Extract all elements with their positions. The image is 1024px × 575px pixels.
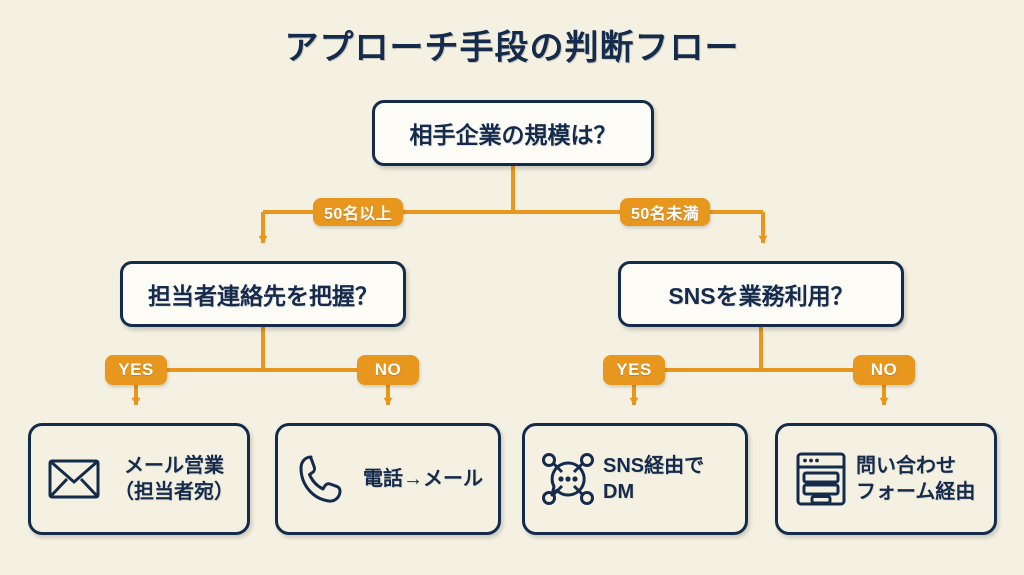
outcome-phone-then-email-label: 電話→メール: [350, 426, 498, 532]
node-root-label: 相手企業の規模は？: [409, 122, 617, 148]
node-root-question[interactable]: 相手企業の規模は？: [372, 100, 654, 166]
edge-label-right-yes: YES: [603, 355, 665, 385]
outcome-phone-then-email[interactable]: 電話→メール: [275, 423, 501, 535]
outcome-email-sales-line1: メール営業: [124, 454, 224, 477]
node-decision-sns[interactable]: SNSを業務利用？: [618, 261, 904, 327]
page-title: アプローチ手段の判断フロー: [284, 29, 740, 67]
outcome-email-sales[interactable]: メール営業 （担当者宛）: [28, 423, 250, 535]
edge-label-right-no: NO: [853, 355, 915, 385]
node-decision-contact[interactable]: 担当者連絡先を把握？: [120, 261, 406, 327]
outcome-phone-then-email-line1: 電話→メール: [363, 467, 483, 490]
sns-network-icon: [539, 452, 597, 506]
outcome-sns-dm-label: SNS経由で DM: [597, 453, 745, 506]
outcome-email-sales-line2: （担当者宛）: [114, 481, 234, 503]
edge-label-under-50: 50名未満: [620, 198, 711, 226]
outcome-contact-form-label: 問い合わせ フォーム経由: [850, 453, 994, 506]
node-decision-sns-label: SNSを業務利用？: [668, 283, 854, 309]
outcome-contact-form[interactable]: 問い合わせ フォーム経由: [775, 423, 997, 535]
outcome-sns-dm-line2: DM: [603, 481, 635, 503]
outcome-contact-form-line2: フォーム経由: [856, 481, 976, 503]
edge-label-50-or-more: 50名以上: [313, 198, 404, 226]
outcome-sns-dm[interactable]: SNS経由で DM: [522, 423, 748, 535]
edge-label-left-yes: YES: [105, 355, 167, 385]
outcome-contact-form-line1: 問い合わせ: [856, 454, 956, 477]
outcome-email-sales-label: メール営業 （担当者宛）: [103, 453, 247, 506]
phone-icon: [292, 453, 350, 505]
outcome-sns-dm-line1: SNS経由で: [603, 454, 705, 477]
edge-label-left-no: NO: [357, 355, 419, 385]
envelope-icon: [45, 459, 103, 499]
node-decision-contact-label: 担当者連絡先を把握？: [148, 283, 378, 309]
contact-form-icon: [792, 452, 850, 506]
